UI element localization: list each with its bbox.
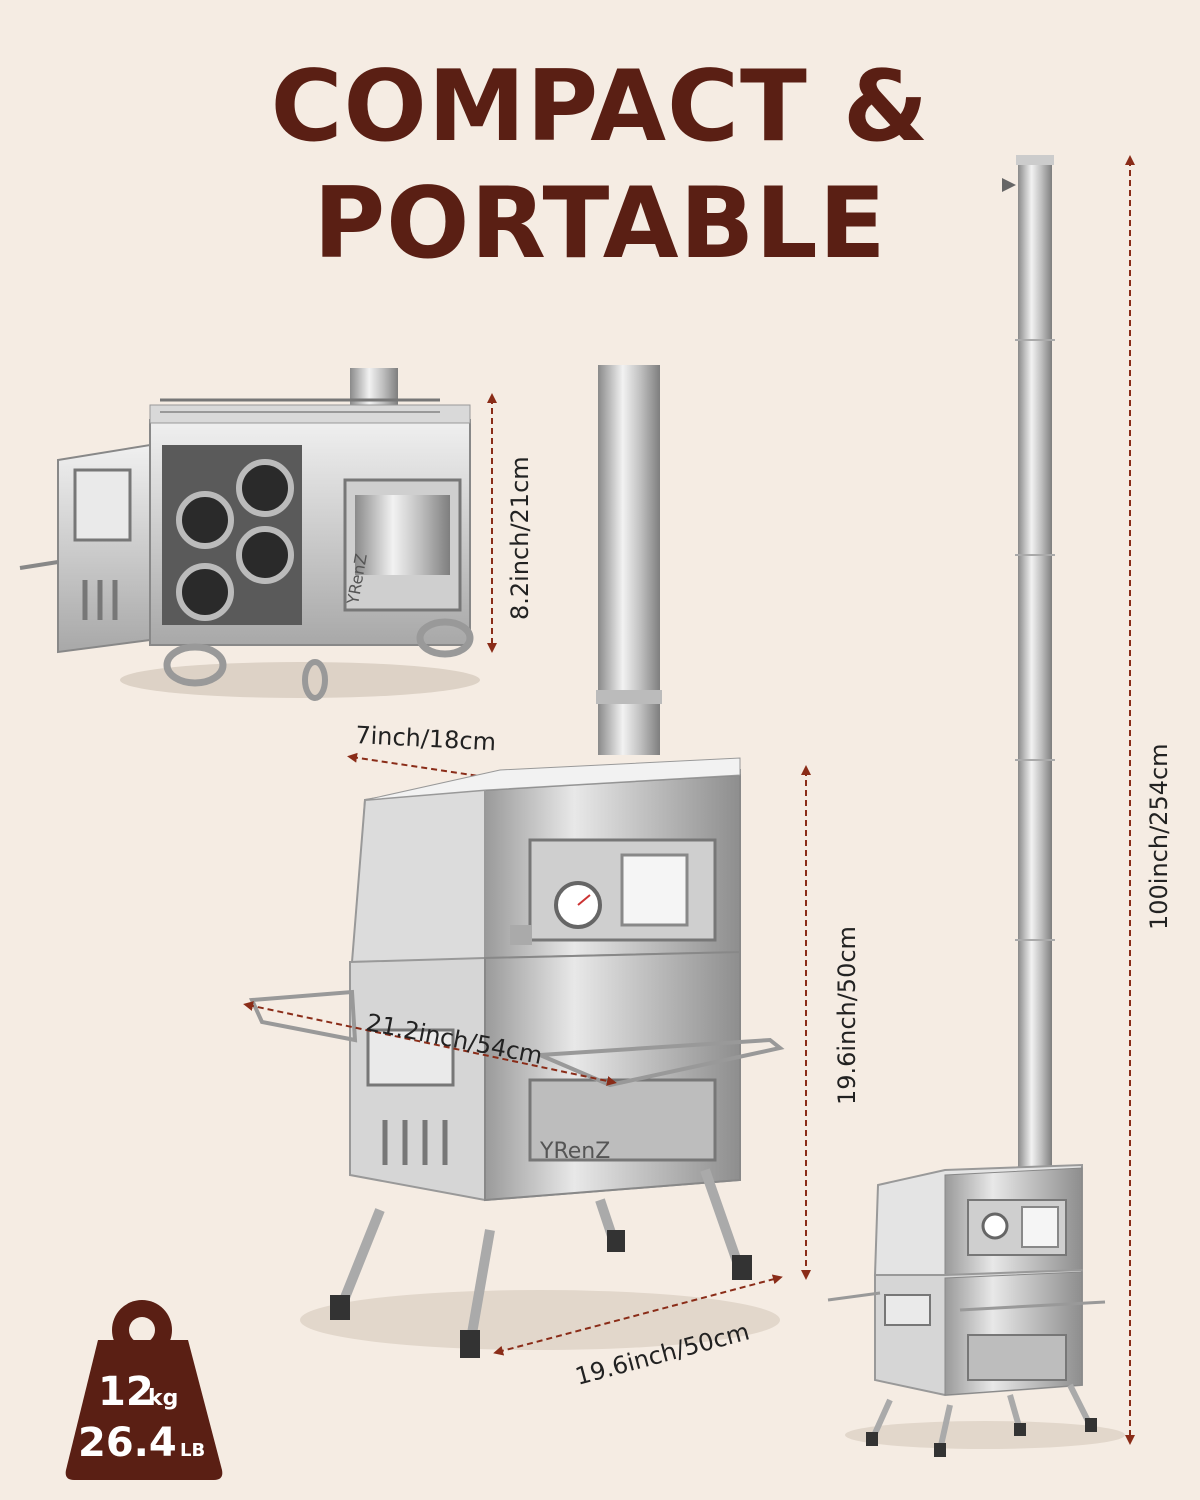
brand-logo-main: YRenZ — [539, 1139, 610, 1164]
headline-line1: COMPACT & — [270, 50, 930, 164]
box-width-dimension: 7inch/18cm — [347, 721, 497, 783]
weight-kg-value: 12 — [98, 1369, 154, 1415]
stove-height-dimension: 19.6inch/50cm — [801, 765, 861, 1280]
weight-badge: 12 kg 26.4 LB — [65, 1300, 223, 1480]
total-height-label: 100inch/254cm — [1145, 743, 1173, 930]
box-height-dimension: 8.2inch/21cm — [487, 393, 534, 653]
box-width-label: 7inch/18cm — [355, 721, 497, 756]
full-height-stove-image — [827, 155, 1125, 1457]
headline-line2: PORTABLE — [313, 167, 887, 281]
stove-height-label: 19.6inch/50cm — [833, 926, 861, 1105]
weight-kg-unit: kg — [148, 1386, 178, 1411]
weight-lb-value: 26.4 — [78, 1420, 177, 1466]
weight-lb-unit: LB — [180, 1440, 205, 1461]
storage-box-image: YRenZ — [19, 368, 480, 701]
box-height-label: 8.2inch/21cm — [506, 456, 534, 620]
total-height-dimension: 100inch/254cm — [1125, 155, 1173, 1445]
